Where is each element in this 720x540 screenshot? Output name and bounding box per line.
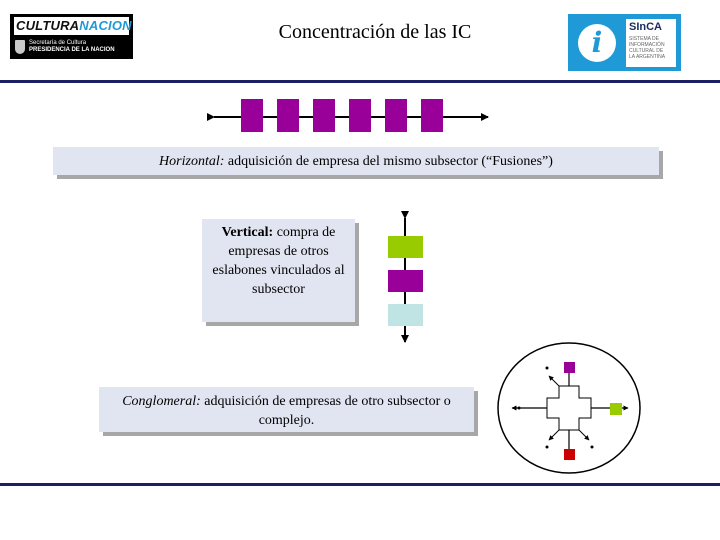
horizontal-text: adquisición de empresa del mismo subsect…: [224, 154, 553, 169]
vertical-square-green: [388, 236, 423, 258]
vertical-square-lightblue: [388, 304, 423, 326]
secretaria-cultura-text: Secretaría de Cultura: [29, 40, 87, 46]
dot-bottom-right: [590, 445, 594, 449]
dot-bottom-left: [545, 445, 549, 449]
vertical-text: compra de empresas de otros eslabones vi…: [212, 225, 345, 297]
arrow-up-left: [548, 375, 560, 387]
sinca-name: SInCA: [629, 21, 662, 33]
sinca-logo: i SInCA SISTEMA DE INFORMACIÓN CULTURAL …: [568, 14, 681, 71]
arrow-down-left: [548, 429, 560, 441]
coat-of-arms-icon: [15, 40, 25, 54]
conglomeral-text: adquisición de empresas de otro subsecto…: [200, 394, 451, 428]
horizontal-square: [421, 99, 443, 132]
header-rule: [0, 80, 720, 83]
horizontal-square: [277, 99, 299, 132]
vertical-term: Vertical:: [221, 225, 274, 240]
page-title: Concentración de las IC: [278, 21, 472, 43]
footer-rule: [0, 483, 720, 486]
dot-left-far: [517, 406, 521, 410]
conglomeral-square-bottom: [564, 449, 575, 460]
vertical-square-purple: [388, 270, 423, 292]
info-icon: i: [578, 24, 616, 62]
horizontal-square: [349, 99, 371, 132]
vertical-description-box: Vertical: compra de empresas de otros es…: [202, 219, 355, 322]
horizontal-square: [385, 99, 407, 132]
presidencia-text: PRESIDENCIA DE LA NACION: [29, 47, 115, 53]
conglomeral-description-box: Conglomeral: adquisición de empresas de …: [99, 387, 474, 432]
cultura-nacion-logo: CULTURANACION Secretaría de Cultura PRES…: [10, 14, 133, 59]
arrow-down-right: [578, 429, 590, 441]
dot-top-left: [545, 366, 549, 370]
sinca-panel: SInCA SISTEMA DE INFORMACIÓN CULTURAL DE…: [626, 19, 676, 67]
sinca-tagline: SISTEMA DE INFORMACIÓN CULTURAL DE LA AR…: [629, 36, 666, 60]
conglomeral-term: Conglomeral:: [122, 394, 201, 409]
horizontal-square: [241, 99, 263, 132]
horizontal-description-box: Horizontal: adquisición de empresa del m…: [53, 147, 659, 175]
horizontal-term: Horizontal:: [159, 154, 225, 169]
cultura-nacion-wordmark: CULTURANACION: [14, 17, 132, 35]
horizontal-square: [313, 99, 335, 132]
conglomeral-square-top: [564, 362, 575, 373]
conglomeral-square-right: [610, 403, 622, 415]
